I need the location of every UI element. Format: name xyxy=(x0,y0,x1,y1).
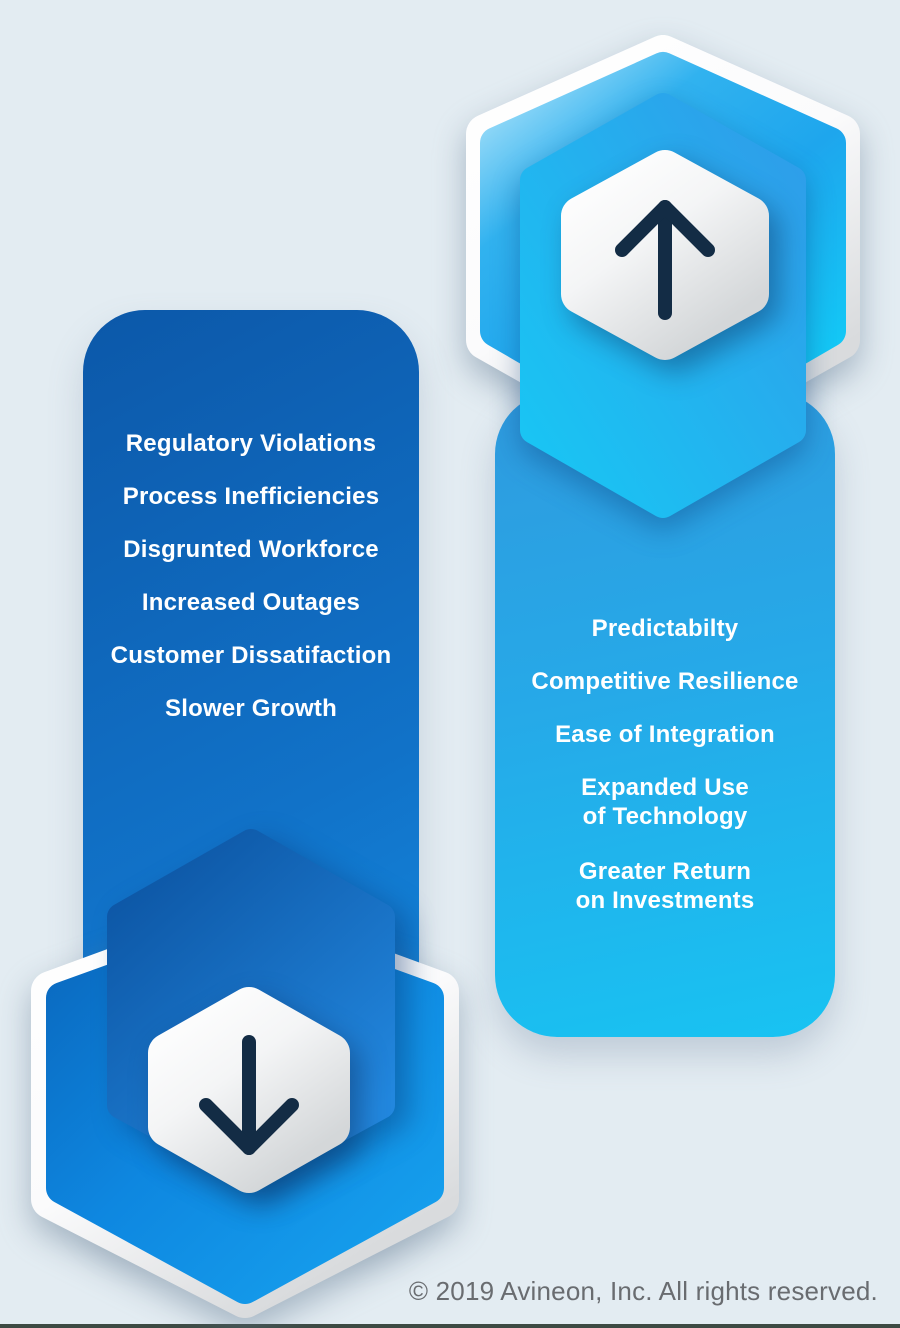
challenge-item: Slower Growth xyxy=(165,695,337,722)
benefit-item: Greater Return on Investments xyxy=(575,858,755,914)
benefits-list: Predictabilty Competitive Resilience Eas… xyxy=(495,602,835,915)
bottom-edge-bar xyxy=(0,1324,900,1328)
benefit-item: Predictabilty xyxy=(591,615,739,642)
up-badge-big-blue-hexagon xyxy=(480,52,846,444)
challenge-item: Increased Outages xyxy=(141,589,361,616)
challenges-list: Regulatory Violations Process Inefficien… xyxy=(83,417,419,735)
benefit-item: Ease of Integration xyxy=(555,721,775,748)
challenge-item: Regulatory Violations xyxy=(125,430,377,457)
challenge-item: Customer Dissatifaction xyxy=(110,642,392,669)
copyright-notice: © 2019 Avineon, Inc. All rights reserved… xyxy=(408,1276,878,1306)
benefit-item: Expanded Use of Technology xyxy=(581,774,749,830)
up-arrow-icon xyxy=(615,200,715,320)
challenge-item: Disgrunted Workforce xyxy=(123,536,379,563)
up-badge-inner-white-hexagon xyxy=(561,150,769,360)
benefit-item: Competitive Resilience xyxy=(531,668,799,695)
up-badge-white-frame-hexagon xyxy=(466,35,860,460)
challenge-item: Process Inefficiencies xyxy=(122,483,380,510)
